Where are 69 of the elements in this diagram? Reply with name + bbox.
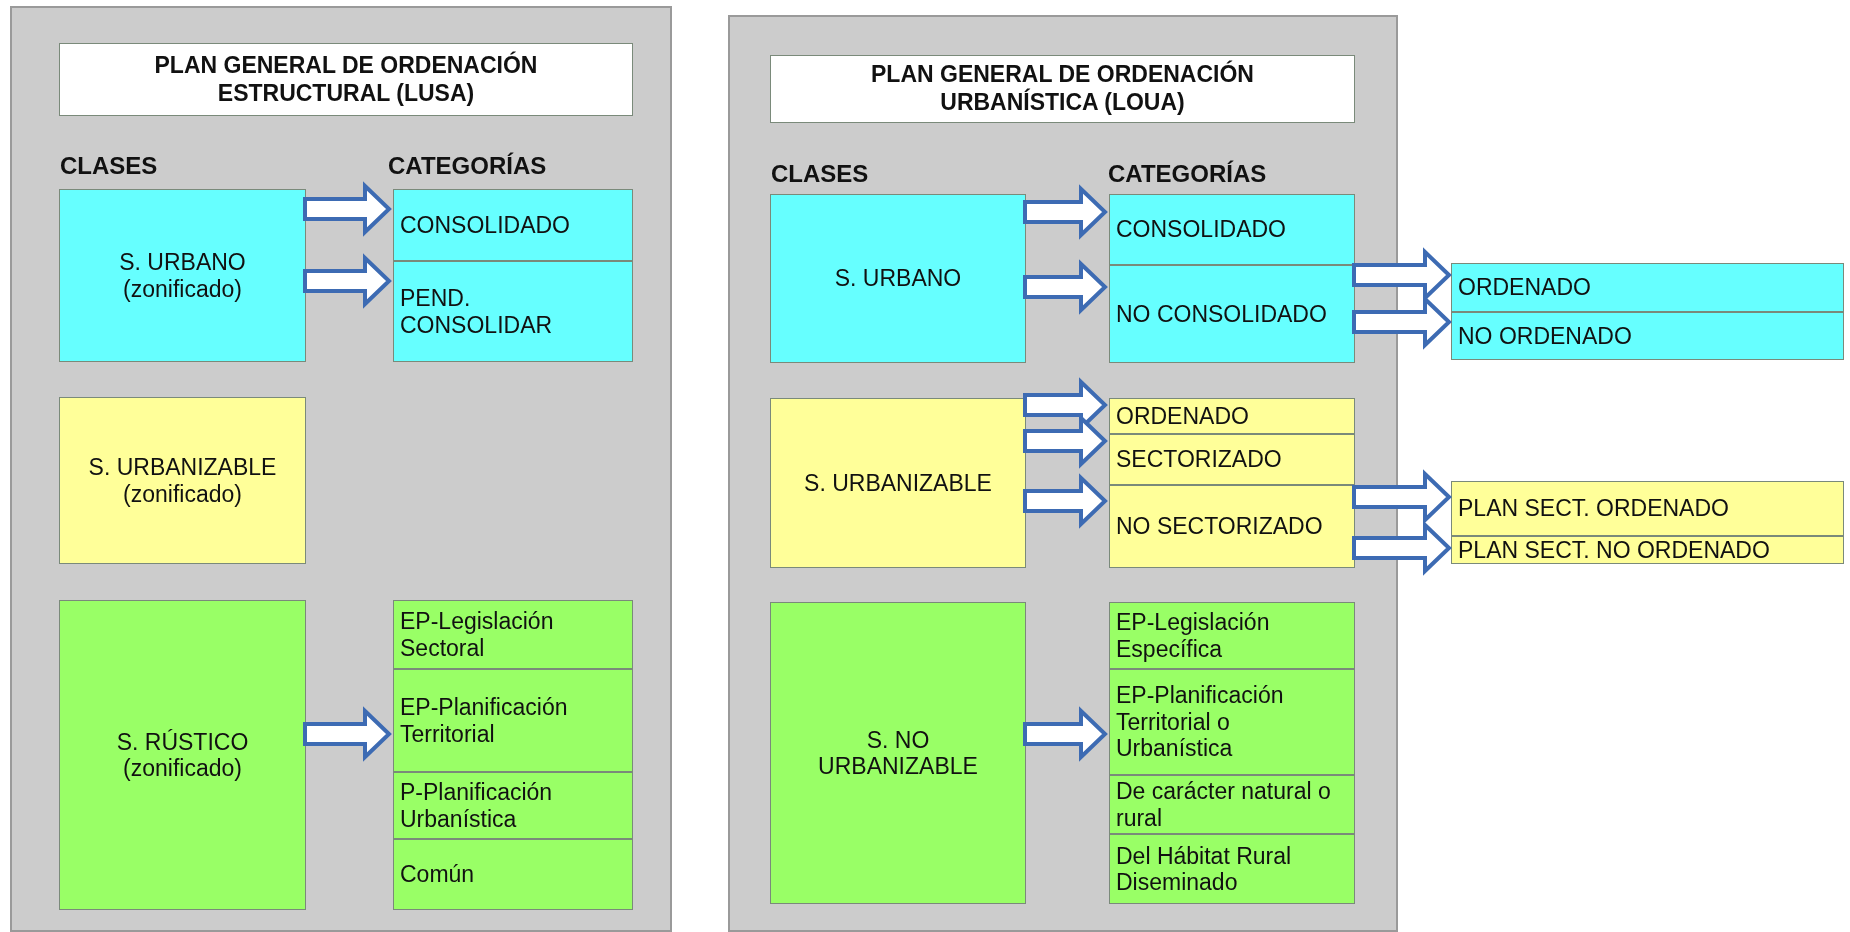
class-label: S. URBANIZABLE (zonificado) <box>87 454 278 507</box>
class-box <box>770 602 1026 904</box>
category-label: P-Planificación Urbanística <box>400 779 554 832</box>
category-label: EP-Legislación Sectoral <box>400 608 555 661</box>
category-label: PLAN SECT. ORDENADO <box>1458 495 1729 522</box>
block-arrow <box>1352 520 1452 576</box>
category-box <box>393 669 633 772</box>
title-text: PLAN GENERAL DE ORDENACIÓN ESTRUCTURAL (LUSA) <box>153 51 539 108</box>
category-box <box>1109 775 1355 834</box>
category-label: EP-Planificación Territorial <box>400 694 569 747</box>
block-arrow <box>303 706 392 762</box>
category-box <box>1109 194 1355 265</box>
category-label: Común <box>400 861 475 888</box>
category-box <box>1109 485 1355 568</box>
title-text: PLAN GENERAL DE ORDENACIÓN URBANÍSTICA (LOUA) <box>870 61 1255 117</box>
block-arrow <box>1023 184 1108 240</box>
category-label: NO SECTORIZADO <box>1116 513 1323 540</box>
category-box <box>1109 669 1355 775</box>
category-box <box>1109 602 1355 669</box>
class-box <box>770 398 1026 568</box>
category-box <box>393 600 633 669</box>
category-box <box>1109 434 1355 485</box>
class-box <box>59 189 306 362</box>
category-label: De carácter natural o rural <box>1116 778 1332 831</box>
category-box <box>393 839 633 910</box>
column-heading: CATEGORÍAS <box>1108 160 1267 188</box>
category-box <box>1451 536 1844 564</box>
class-label: S. URBANIZABLE <box>804 469 992 497</box>
category-label: PLAN SECT. NO ORDENADO <box>1458 536 1770 564</box>
category-label: NO CONSOLIDADO <box>1116 300 1327 328</box>
category-box <box>1109 265 1355 363</box>
panel-background <box>728 15 1398 932</box>
category-box <box>393 189 633 261</box>
class-box <box>59 397 306 564</box>
column-heading: CLASES <box>60 152 158 180</box>
class-box <box>59 600 306 910</box>
category-label: EP-Planificación Territorial o Urbanística <box>1116 682 1285 762</box>
category-box <box>393 261 633 362</box>
title-box <box>770 55 1355 123</box>
column-heading: CATEGORÍAS <box>388 152 547 180</box>
category-box <box>1451 481 1844 536</box>
panel-background <box>10 6 672 932</box>
block-arrow <box>303 253 392 309</box>
class-box <box>770 194 1026 363</box>
category-label: ORDENADO <box>1116 402 1249 430</box>
category-label: Del Hábitat Rural Diseminado <box>1116 842 1293 896</box>
class-label: S. URBANO (zonificado) <box>118 249 247 302</box>
category-label: SECTORIZADO <box>1116 446 1282 473</box>
category-label: PEND. CONSOLIDAR <box>400 285 554 338</box>
title-box <box>59 43 633 116</box>
category-box <box>1109 398 1355 434</box>
block-arrow <box>1352 469 1452 525</box>
class-label: S. RÚSTICO (zonificado) <box>115 728 250 782</box>
category-label: EP-Legislación Específica <box>1116 609 1271 662</box>
category-box <box>393 772 633 839</box>
class-label: S. URBANO <box>834 265 962 292</box>
block-arrow <box>1023 259 1108 315</box>
block-arrow <box>1023 473 1108 529</box>
category-box <box>1451 263 1844 312</box>
class-label: S. NO URBANIZABLE <box>817 726 979 780</box>
category-label: CONSOLIDADO <box>400 211 570 239</box>
category-box <box>1451 312 1844 360</box>
category-box <box>1109 834 1355 904</box>
block-arrow <box>303 181 392 237</box>
category-label: ORDENADO <box>1458 274 1591 301</box>
category-label: CONSOLIDADO <box>1116 216 1286 243</box>
category-label: NO ORDENADO <box>1458 322 1632 350</box>
block-arrow <box>1023 706 1108 762</box>
column-heading: CLASES <box>771 160 869 188</box>
